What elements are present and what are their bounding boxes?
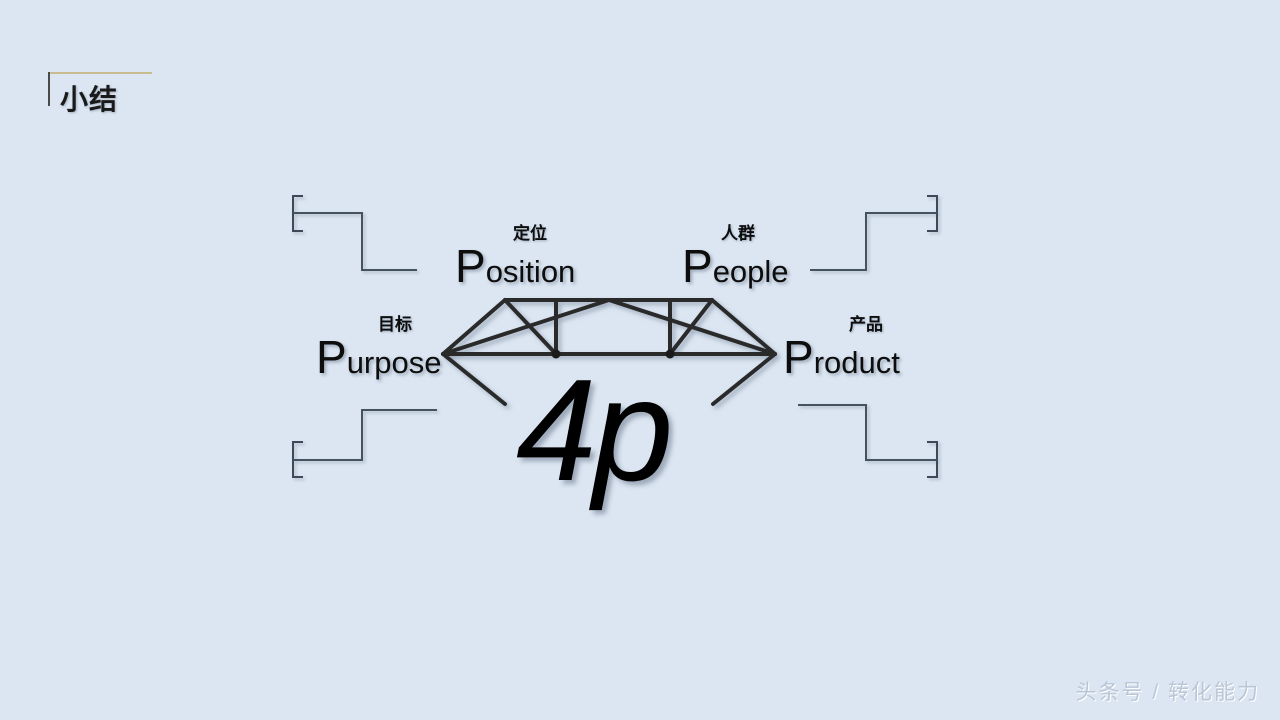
connector-top-right xyxy=(810,195,938,271)
title-bracket-top-line xyxy=(48,72,152,74)
label-position: 定位 Position xyxy=(455,225,576,292)
label-people-chinese: 人群 xyxy=(721,224,755,243)
center-4p-label: 4p xyxy=(516,349,673,511)
connector-top-left xyxy=(292,195,417,271)
label-product-rest: roduct xyxy=(813,345,900,380)
label-product: 产品 Product xyxy=(783,316,900,383)
label-purpose-chinese: 目标 xyxy=(378,315,412,334)
truss-diagonal-right-short xyxy=(668,298,714,356)
page-title: 小结 xyxy=(60,84,119,115)
truss-joint-nodes xyxy=(551,349,675,359)
truss-node-right xyxy=(665,349,675,359)
label-purpose: 目标 Purpose xyxy=(316,316,442,383)
label-purpose-initial: P xyxy=(316,331,347,383)
truss-diagonal-left-short xyxy=(503,298,558,356)
watermark: 头条号 / 转化能力 xyxy=(1075,681,1260,704)
title-bracket-left-line xyxy=(48,72,50,106)
label-people-rest: eople xyxy=(712,254,789,289)
connector-bottom-right xyxy=(798,404,938,478)
truss-diagonal-left-long xyxy=(441,298,611,356)
label-product-initial: P xyxy=(783,331,814,383)
label-purpose-rest: urpose xyxy=(346,345,442,380)
label-position-chinese: 定位 xyxy=(513,224,547,243)
truss-right-upper-diagonal xyxy=(710,298,777,356)
truss-node-left xyxy=(551,349,561,359)
label-position-rest: osition xyxy=(485,254,576,289)
connector-bottom-left xyxy=(292,409,437,478)
truss-left-upper-diagonal xyxy=(441,298,507,356)
truss-arrow-group xyxy=(441,298,777,406)
label-people: 人群 People xyxy=(682,225,789,292)
label-people-initial: P xyxy=(682,240,713,292)
label-position-initial: P xyxy=(455,240,486,292)
label-product-chinese: 产品 xyxy=(849,315,883,334)
page-title-block: 小结 xyxy=(48,72,158,128)
arrowhead-right-lower-wing xyxy=(711,352,777,406)
arrowhead-left-lower-wing xyxy=(441,352,507,406)
